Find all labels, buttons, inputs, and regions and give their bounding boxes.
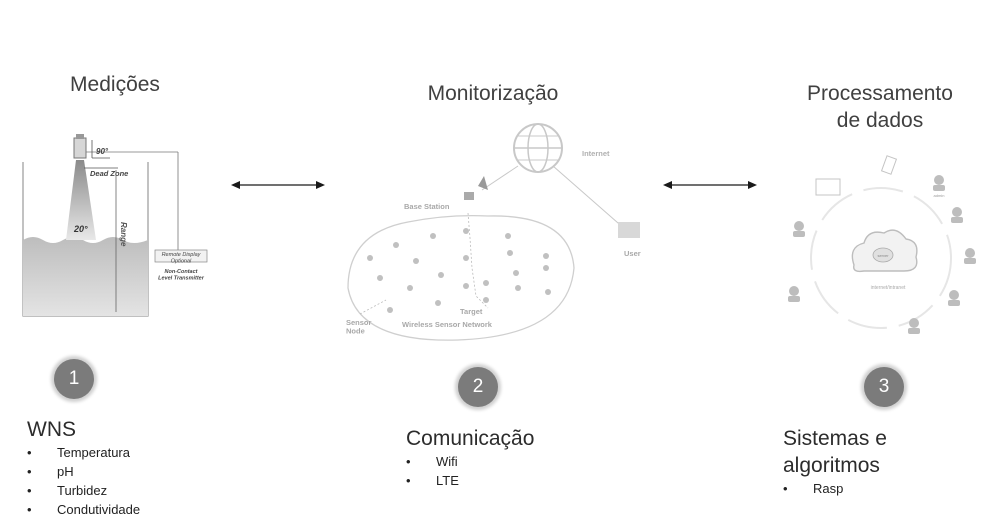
range-label: Range (119, 222, 128, 247)
processing-title-line1: Processamento (807, 82, 953, 105)
list-item: •Temperatura (27, 445, 130, 460)
user-icons (788, 175, 976, 334)
list-item: •Condutividade (27, 502, 141, 517)
list-item: •Rasp (783, 481, 844, 496)
server-label: server (877, 253, 889, 258)
communication-title: Comunicação (406, 427, 535, 450)
wns-title: WNS (27, 418, 76, 441)
user-label: User (624, 249, 641, 258)
laptop-icon (815, 178, 841, 196)
server-icon (872, 247, 894, 263)
step-3-badge: 3 (864, 367, 904, 407)
remote-display-box (154, 249, 208, 263)
network-boundary (347, 214, 575, 341)
base-station-icon (464, 192, 474, 200)
internet-label: Internet (582, 149, 610, 158)
phone-icon (880, 155, 898, 175)
beam-angle-label: 20° (73, 224, 88, 234)
communication-list: •Wifi •LTE (406, 452, 534, 490)
wns-section: WNS •Temperatura •pH •Turbidez •Condutiv… (27, 416, 140, 519)
wireless-sensor-network-diagram: Internet Base Station Target Wireless Se… (346, 123, 641, 341)
target-label: Target (460, 307, 483, 316)
water-surface (23, 237, 148, 316)
systems-section: Sistemas e algoritmos •Rasp (783, 425, 887, 498)
base-station-label: Base Station (404, 202, 450, 211)
cloud-processing-diagram: server internet/intranet admin (788, 155, 976, 334)
base-station-antenna (478, 176, 488, 190)
systems-list: •Rasp (783, 479, 887, 498)
list-item: •Wifi (406, 454, 458, 469)
sensor-nodes (367, 228, 551, 313)
admin-label: admin (934, 193, 945, 198)
processing-title: Processamento de dados (790, 80, 970, 134)
user-computer-icon (618, 222, 640, 238)
dead-zone-label: Dead Zone (90, 169, 128, 178)
list-item: •Turbidez (27, 483, 108, 498)
sensor-head (73, 137, 87, 159)
step-2-badge: 2 (458, 367, 498, 407)
sensor-beam (66, 160, 96, 240)
wns-list: •Temperatura •pH •Turbidez •Condutividad… (27, 443, 140, 519)
communication-section: Comunicação •Wifi •LTE (406, 425, 534, 490)
sensor-cap (76, 134, 84, 139)
list-item: •pH (27, 464, 74, 479)
step-1-badge: 1 (54, 359, 94, 399)
double-arrow-left (231, 181, 325, 189)
wsn-label: Wireless Sensor Network (402, 320, 493, 329)
network-ring (810, 187, 952, 329)
systems-title-line2: algoritmos (783, 454, 880, 477)
angle-label: 90° (96, 147, 109, 156)
monitoring-title: Monitorização (427, 82, 559, 105)
measurements-title: Medições (70, 73, 160, 96)
list-item: •LTE (406, 473, 459, 488)
double-arrow-right (663, 181, 757, 189)
processing-title-line2: de dados (836, 109, 924, 132)
cloud-label: internet/intranet (871, 285, 906, 291)
systems-title-line1: Sistemas e (783, 427, 887, 450)
